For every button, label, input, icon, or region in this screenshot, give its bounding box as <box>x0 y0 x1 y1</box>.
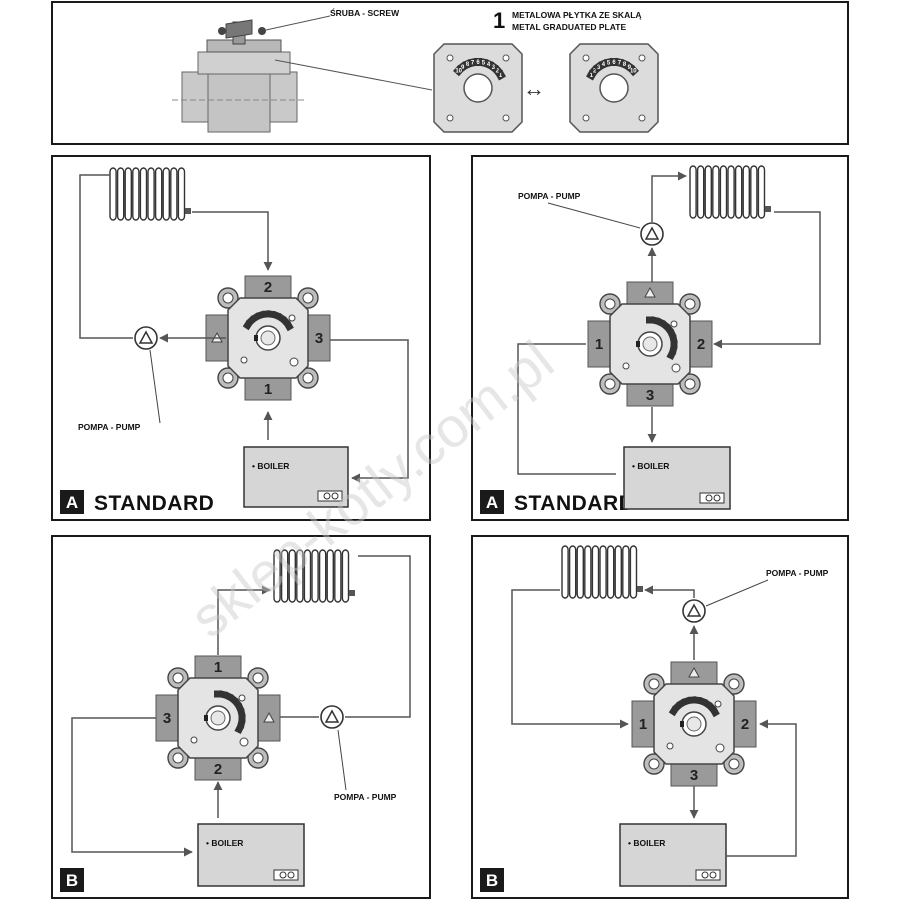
valve-port-left: 3 <box>155 694 179 742</box>
pump-label: POMPA - PUMP <box>78 422 141 432</box>
valve-side-view <box>172 15 433 133</box>
scale-tick-label: 5 <box>607 61 611 67</box>
boiler: • BOILER <box>197 823 305 887</box>
boiler-label: • BOILER <box>628 838 665 848</box>
scale-tick-label: 4 <box>487 62 491 68</box>
scale-tick-label: 2 <box>496 69 500 75</box>
scale-tick-label: 10 <box>455 69 462 75</box>
valve-port-top: 1 <box>194 655 242 679</box>
pump-label: POMPA - PUMP <box>518 191 581 201</box>
port-number: 2 <box>214 761 222 778</box>
port-number: 1 <box>595 336 603 353</box>
scale-tick-label: 5 <box>482 61 486 67</box>
scale-tick-label: 6 <box>612 60 616 66</box>
screw-label: ŚRUBA - SCREW <box>330 7 400 18</box>
port-number: 3 <box>163 710 171 727</box>
scale-tick-label: 1 <box>590 73 594 79</box>
pump-label: POMPA - PUMP <box>334 792 397 802</box>
valve-port-right: 2 <box>733 700 757 748</box>
panel-badge: A <box>60 490 84 514</box>
valve-port-bottom: 3 <box>626 383 674 407</box>
panel-b-left: B 1 2 3 • BOILER POMPA - PUMP <box>51 535 431 899</box>
panel-b-right: B 3 1 2 • BOILER POMPA - PUMP <box>471 535 849 899</box>
radiator-icon <box>689 165 771 219</box>
scale-tick-label: 9 <box>628 65 632 71</box>
scale-tick-label: 10 <box>630 69 637 75</box>
scale-tick-label: 7 <box>471 61 475 67</box>
boiler-label: • BOILER <box>632 461 669 471</box>
header-panel: ŚRUBA - SCREW 1 METALOWA PŁYTKA ZE SKALĄ… <box>51 1 849 145</box>
valve-port-bottom: 1 <box>244 377 292 401</box>
mixing-valve: 1 2 3 <box>155 655 281 781</box>
port-number: 3 <box>315 330 323 347</box>
radiator-icon <box>561 545 643 599</box>
port-number: 1 <box>214 659 222 676</box>
pump-icon <box>682 599 706 623</box>
mixing-valve: 3 1 2 <box>587 281 713 407</box>
panel-badge: A <box>480 490 504 514</box>
panel-title: STANDARD <box>94 492 214 515</box>
panel-a-standard-left: A STANDARD 2 1 3 • BOILER POMPA - PUMP <box>51 155 431 521</box>
pump-icon <box>134 326 158 350</box>
valve-port-left: 1 <box>631 700 655 748</box>
scale-tick-label: 9 <box>461 65 465 71</box>
valve-port-right <box>257 694 281 742</box>
badge-letter: A <box>486 493 498 512</box>
valve-port-right: 2 <box>689 320 713 368</box>
badge-letter: B <box>486 871 498 890</box>
mixing-valve: 2 1 3 <box>205 275 331 401</box>
badge-letter: B <box>66 871 78 890</box>
port-number: 3 <box>646 387 654 404</box>
boiler: • BOILER <box>623 446 731 510</box>
screw-icon <box>218 27 266 35</box>
valve-port-right: 3 <box>307 314 331 362</box>
port-number: 3 <box>690 767 698 784</box>
valve-port-top: 2 <box>244 275 292 299</box>
badge-letter: A <box>66 493 78 512</box>
plate-label-en: METAL GRADUATED PLATE <box>512 22 626 32</box>
scale-tick-label: 8 <box>623 62 627 68</box>
port-number: 1 <box>264 381 272 398</box>
panel-title: STANDARD <box>514 492 634 515</box>
scale-tick-label: 1 <box>499 73 503 79</box>
boiler-label: • BOILER <box>206 838 243 848</box>
valve-port-bottom: 3 <box>670 763 718 787</box>
valve-port-left: 1 <box>587 320 611 368</box>
valve-port-bottom: 2 <box>194 757 242 781</box>
mixing-valve: 3 1 2 <box>631 661 757 787</box>
scale-tick-label: 4 <box>602 62 606 68</box>
scale-tick-label: 6 <box>476 60 480 66</box>
plate-label-pl: METALOWA PŁYTKA ZE SKALĄ <box>512 10 642 20</box>
boiler: • BOILER <box>243 446 349 508</box>
scale-tick-label: 3 <box>597 65 601 71</box>
boiler: • BOILER <box>619 823 727 887</box>
radiator-icon <box>273 549 355 603</box>
panel-badge: B <box>60 868 84 892</box>
pump-icon <box>640 222 664 246</box>
scale-tick-label: 8 <box>466 62 470 68</box>
pump-label: POMPA - PUMP <box>766 568 829 578</box>
boiler-label: • BOILER <box>252 461 289 471</box>
panel-badge: B <box>480 868 504 892</box>
port-number: 2 <box>741 716 749 733</box>
valve-port-top <box>670 661 718 685</box>
swap-arrow-icon: ↔ <box>523 76 545 101</box>
scale-tick-label: 2 <box>593 69 597 75</box>
scale-tick-label: 3 <box>492 65 496 71</box>
radiator-icon <box>109 167 191 221</box>
step-number: 1 <box>493 8 505 33</box>
port-number: 2 <box>264 279 272 296</box>
port-number: 2 <box>697 336 705 353</box>
scale-tick-label: 7 <box>618 61 622 67</box>
pump-icon <box>320 705 344 729</box>
valve-port-top <box>626 281 674 305</box>
port-number: 1 <box>639 716 647 733</box>
panel-a-standard-right: A STANDARD 3 1 2 • BOILER POMPA - PUMP <box>471 155 849 521</box>
